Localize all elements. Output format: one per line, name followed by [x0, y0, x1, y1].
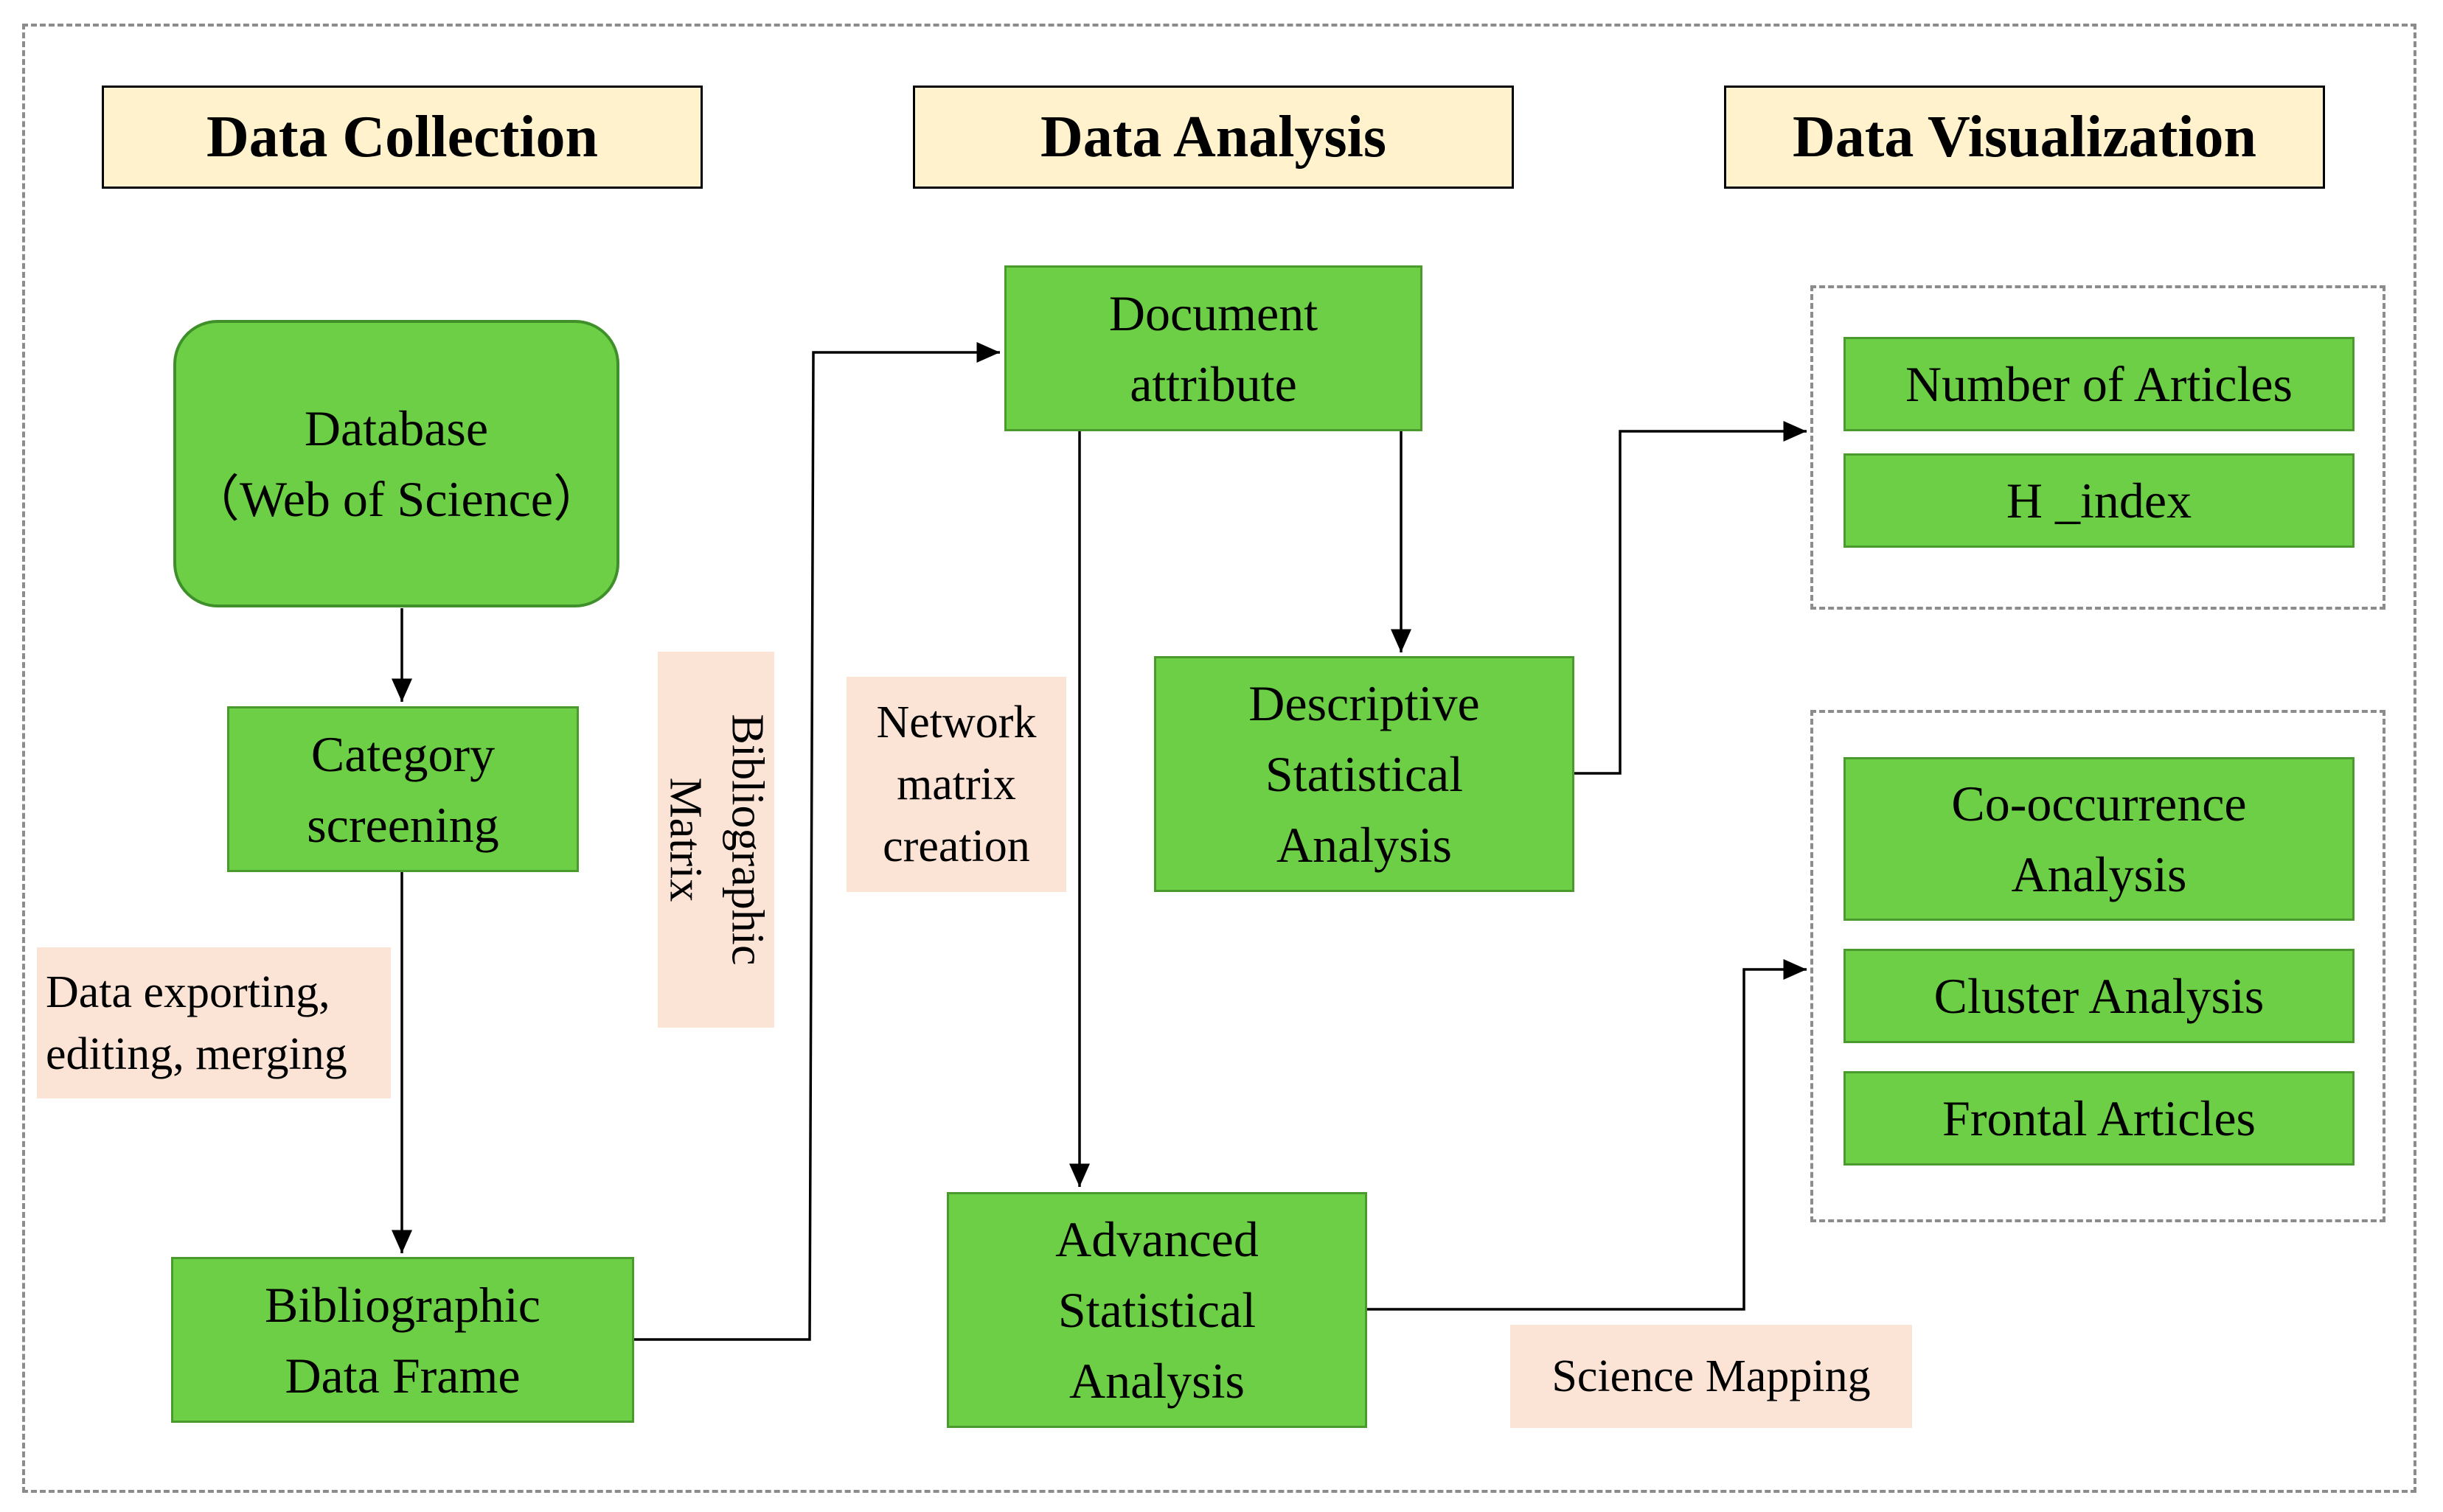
node-descriptive-statistical-analysis: Descriptive Statistical Analysis: [1154, 656, 1574, 892]
node-descriptive-statistical-analysis-label: Descriptive Statistical Analysis: [1248, 675, 1480, 873]
node-category-screening-label: Category screening: [307, 725, 499, 853]
node-number-of-articles-label: Number of Articles: [1905, 356, 2293, 412]
note-bibliographic-matrix: Bibliographic Matrix: [658, 652, 774, 1028]
note-network-matrix-creation: Network matrix creation: [847, 677, 1066, 892]
node-document-attribute: Document attribute: [1004, 265, 1422, 431]
node-h-index: H _index: [1843, 453, 2355, 548]
note-network-matrix-creation-label: Network matrix creation: [876, 697, 1037, 871]
node-database-label: Database （Web of Science）: [189, 400, 603, 527]
node-h-index-label: H _index: [2006, 473, 2192, 529]
header-data-analysis: Data Analysis: [913, 86, 1514, 189]
node-document-attribute-label: Document attribute: [1108, 285, 1318, 412]
node-cluster-analysis-label: Cluster Analysis: [1933, 968, 2265, 1024]
note-bibliographic-matrix-label: Bibliographic Matrix: [660, 714, 773, 966]
header-data-collection: Data Collection: [102, 86, 703, 189]
note-data-exporting: Data exporting, editing, merging: [37, 947, 391, 1098]
node-advanced-statistical-analysis-label: Advanced Statistical Analysis: [1055, 1211, 1259, 1409]
header-data-visualization-label: Data Visualization: [1793, 104, 2256, 170]
node-cluster-analysis: Cluster Analysis: [1843, 949, 2355, 1043]
note-science-mapping: Science Mapping: [1510, 1325, 1912, 1428]
outer-dashed-frame: [22, 24, 2416, 1493]
header-data-analysis-label: Data Analysis: [1040, 104, 1386, 170]
node-bibliographic-data-frame: Bibliographic Data Frame: [171, 1257, 634, 1423]
group-descriptive-outputs: [1810, 285, 2385, 610]
node-frontal-articles: Frontal Articles: [1843, 1071, 2355, 1166]
node-bibliographic-data-frame-label: Bibliographic Data Frame: [265, 1276, 541, 1404]
node-category-screening: Category screening: [227, 706, 579, 872]
node-number-of-articles: Number of Articles: [1843, 337, 2355, 431]
node-co-occurrence-analysis-label: Co-occurrence Analysis: [1951, 776, 2247, 902]
node-co-occurrence-analysis: Co-occurrence Analysis: [1843, 757, 2355, 921]
node-database: Database （Web of Science）: [173, 320, 619, 607]
node-advanced-statistical-analysis: Advanced Statistical Analysis: [947, 1192, 1367, 1428]
header-data-visualization: Data Visualization: [1724, 86, 2325, 189]
group-advanced-outputs: [1810, 710, 2385, 1222]
note-data-exporting-label: Data exporting, editing, merging: [46, 966, 347, 1079]
node-frontal-articles-label: Frontal Articles: [1942, 1090, 2256, 1146]
note-science-mapping-label: Science Mapping: [1551, 1351, 1871, 1401]
header-data-collection-label: Data Collection: [206, 104, 598, 170]
